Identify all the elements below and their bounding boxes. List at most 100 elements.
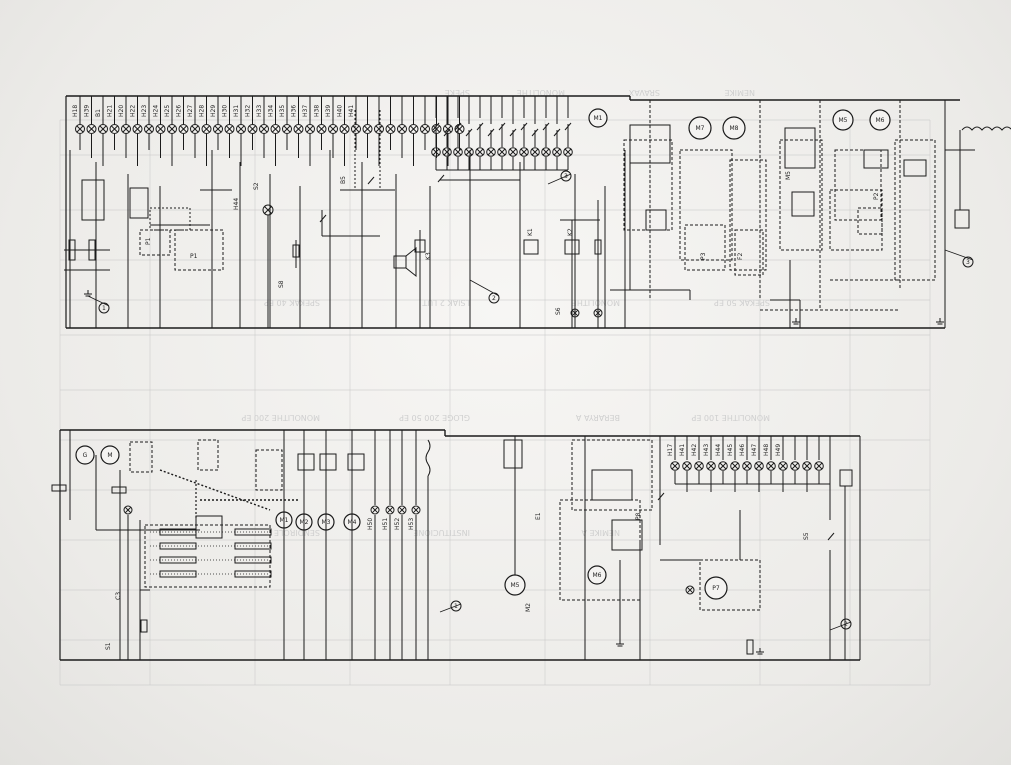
fuse-symbol	[954, 209, 970, 229]
lamp-symbol	[552, 147, 562, 157]
switch-contact	[432, 122, 440, 131]
lamp-symbol	[718, 461, 728, 471]
switch-contact	[827, 532, 835, 541]
lamp-label: H25	[164, 105, 171, 117]
coil-symbol	[425, 439, 431, 477]
bleed-text: MONOLITHE	[572, 298, 620, 307]
dashed-controller	[623, 139, 673, 231]
lamp-symbol	[374, 124, 384, 134]
dashed-controller	[684, 224, 726, 271]
switch-contact	[542, 122, 550, 131]
switch-contact	[443, 128, 451, 137]
switch-contact	[657, 492, 665, 501]
lamp-symbol	[123, 505, 133, 515]
lamp-label: H41	[348, 105, 355, 117]
motor-label: P7	[712, 585, 720, 592]
lamp-label: H39	[84, 105, 91, 117]
bleed-text: NEMIKE	[724, 88, 755, 97]
component-label: P8	[635, 512, 642, 520]
lamp-symbol	[464, 147, 474, 157]
relay-block	[81, 179, 105, 221]
lamp-symbol	[694, 461, 704, 471]
dashed-region	[149, 207, 191, 231]
component-label: K2	[567, 228, 574, 236]
lamp-symbol	[75, 124, 85, 134]
component-label: P1	[190, 253, 198, 260]
lamp-label: H35	[279, 105, 286, 117]
heating-element	[961, 126, 1011, 131]
lamp-label: H28	[199, 105, 206, 117]
component-label: B5	[340, 176, 347, 184]
lamp-label: H23	[141, 105, 148, 117]
switch-contact	[531, 128, 539, 137]
component-label: P1	[145, 237, 152, 245]
switch-contact	[498, 122, 506, 131]
lamp-symbol	[270, 124, 281, 134]
lamp-label: H42	[691, 444, 698, 456]
component-label: K1	[527, 228, 534, 236]
lamp-symbol	[442, 147, 452, 157]
wire	[439, 603, 462, 613]
motor-symbol: M7	[688, 116, 712, 140]
lamp-symbol	[316, 124, 327, 134]
bleed-text: SPEKAK 40 EP	[264, 298, 320, 307]
callout-number: 2	[844, 621, 848, 628]
lamp-label: H46	[739, 444, 746, 456]
component-label: S5	[803, 532, 810, 540]
lamp-symbol	[682, 461, 692, 471]
resistor-symbol	[88, 239, 96, 261]
relay-block	[129, 187, 149, 219]
switch-contact	[319, 214, 327, 223]
lamp-symbol	[443, 124, 453, 134]
switch-contact	[367, 176, 375, 185]
lamp-symbol	[541, 147, 551, 157]
ground-symbol	[616, 640, 624, 647]
lamp-label: B1	[95, 109, 102, 117]
lamp-symbol	[397, 124, 407, 134]
bleed-text: BERARYA A	[575, 413, 620, 422]
sensor-block	[347, 453, 365, 471]
relay-block	[645, 209, 667, 231]
lamp-symbol	[178, 124, 189, 134]
lamp-label: H22	[130, 105, 137, 117]
lamp-symbol	[790, 461, 800, 471]
bleed-text: SENDIROLE	[274, 528, 320, 537]
lamp-symbol	[385, 124, 396, 134]
lamp-symbol	[475, 147, 485, 157]
lamp-label: H45	[727, 444, 734, 456]
dashed-controller	[779, 139, 823, 251]
dashed-controller	[834, 149, 882, 221]
lamp-symbol	[328, 124, 338, 134]
switch-contact	[509, 128, 517, 137]
resistor-array-box	[144, 524, 271, 588]
lamp-label: H24	[153, 105, 160, 117]
component-label: P2	[873, 192, 880, 200]
motor-label: M5	[839, 117, 848, 124]
wire	[829, 621, 852, 631]
lamp-symbol	[201, 124, 212, 134]
motor-symbol: M8	[722, 116, 746, 140]
callout-circle	[962, 256, 974, 268]
motor-symbol: M6	[869, 109, 891, 131]
lamp-symbol	[431, 147, 441, 157]
component-label: P3	[700, 252, 707, 260]
dashed-controller	[729, 159, 767, 271]
motor-symbol: M5	[504, 574, 526, 596]
lamp-symbol	[259, 124, 269, 134]
lamp-label: H49	[775, 444, 782, 456]
motor-label: G	[83, 452, 88, 459]
relay-block	[591, 469, 633, 501]
relay-block	[903, 159, 927, 177]
lamp-symbol	[593, 308, 603, 318]
bleed-text: SPEKAK 50 EP	[714, 298, 770, 307]
lamp-label: H36	[291, 105, 298, 117]
bleed-text: MONOLITHE 200 EP	[241, 413, 320, 422]
callout-number: 2	[492, 295, 496, 302]
lamp-label: H52	[394, 518, 401, 530]
sensor-block	[319, 453, 337, 471]
resistor-symbol	[594, 239, 602, 255]
component-label: C3	[115, 592, 122, 600]
motor-symbol: M1	[588, 108, 608, 128]
